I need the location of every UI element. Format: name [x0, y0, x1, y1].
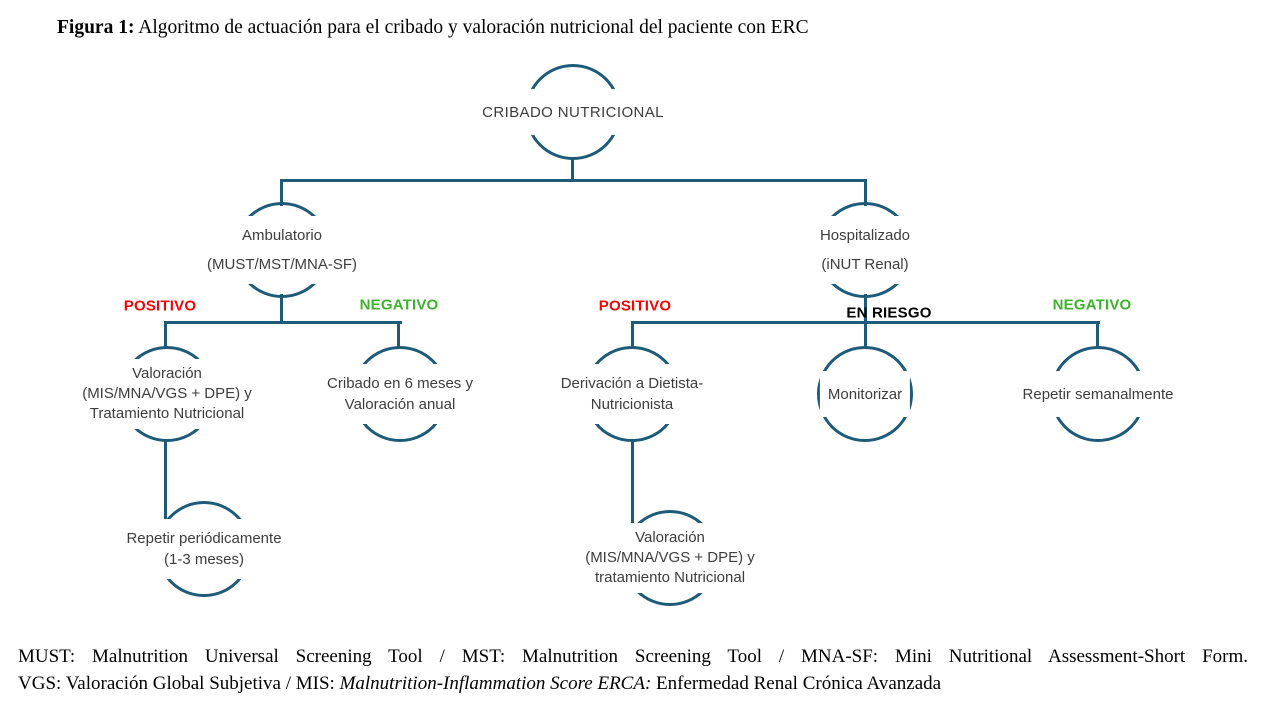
connector-level1-horizontal — [281, 179, 866, 182]
node-text: CRIBADO NUTRICIONAL — [482, 103, 664, 121]
node-text: tratamiento Nutricional — [594, 569, 746, 586]
circle-outline — [817, 346, 913, 442]
figure-caption: Figura 1: Algoritmo de actuación para el… — [57, 17, 809, 39]
node-text: Nutricionista — [590, 396, 674, 413]
footnote-line2-italic: Malnutrition-Inflammation Score ERCA: — [339, 673, 652, 694]
node-text: Ambulatorio — [241, 227, 323, 244]
footnote-line2-normal: Enfermedad Renal Crónica Avanzada — [651, 673, 942, 694]
figure-number: Figura 1: — [57, 17, 135, 38]
footnote-line2-normal: VGS: Valoración Global Subjetiva / MIS: — [18, 673, 340, 694]
connector-drop-ambulatorio — [280, 179, 283, 206]
footnote: MUST: Malnutrition Universal Screening T… — [18, 646, 1248, 695]
node-text: Tratamiento Nutricional — [89, 405, 245, 422]
node-text: Repetir periódicamente — [126, 530, 282, 547]
node-text: (iNUT Renal) — [821, 256, 909, 273]
node-text: (1-3 meses) — [163, 551, 245, 568]
node-text: Hospitalizado — [819, 227, 911, 244]
connector-root-stem — [571, 158, 574, 181]
footnote-line-1: MUST: Malnutrition Universal Screening T… — [18, 646, 1248, 667]
connector-drop-derivacion — [631, 321, 634, 348]
branch-label-negativo-right: NEGATIVO — [1052, 296, 1132, 314]
branch-label-negativo-left: NEGATIVO — [359, 296, 439, 314]
node-text: (MUST/MST/MNA-SF) — [207, 256, 357, 273]
node-text: Derivación a Dietista- — [560, 375, 704, 392]
branch-label-positivo-left: POSITIVO — [123, 297, 197, 315]
connector-left-horizontal — [164, 321, 402, 324]
branch-label-positivo-right: POSITIVO — [598, 297, 672, 315]
node-text: Monitorizar — [827, 385, 903, 403]
connector-drop-valoracion — [164, 321, 167, 348]
node-text: Cribado en 6 meses y — [327, 375, 473, 392]
connector-ambulatorio-stem — [280, 294, 283, 323]
figure-title: Algoritmo de actuación para el cribado y… — [134, 17, 809, 38]
node-text: Valoración anual — [344, 396, 456, 413]
node-text: Valoración — [635, 529, 705, 546]
connector-drop-cribado6 — [397, 321, 400, 348]
connector-valoracion-to-repetir — [164, 440, 167, 519]
connector-derivacion-to-valoracion — [631, 440, 634, 524]
node-text: Valoración — [132, 365, 202, 382]
footnote-line-2: VGS: Valoración Global Subjetiva / MIS: … — [18, 673, 1248, 695]
node-text: (MIS/MNA/VGS + DPE) y — [585, 549, 755, 566]
node-text: (MIS/MNA/VGS + DPE) y — [82, 385, 252, 402]
connector-right-horizontal — [631, 321, 1100, 324]
node-text: Repetir semanalmente — [1022, 385, 1174, 403]
branch-label-en-riesgo: EN RIESGO — [846, 304, 932, 322]
connector-drop-repetir-sem — [1096, 321, 1099, 348]
connector-drop-hospitalizado — [864, 179, 867, 206]
